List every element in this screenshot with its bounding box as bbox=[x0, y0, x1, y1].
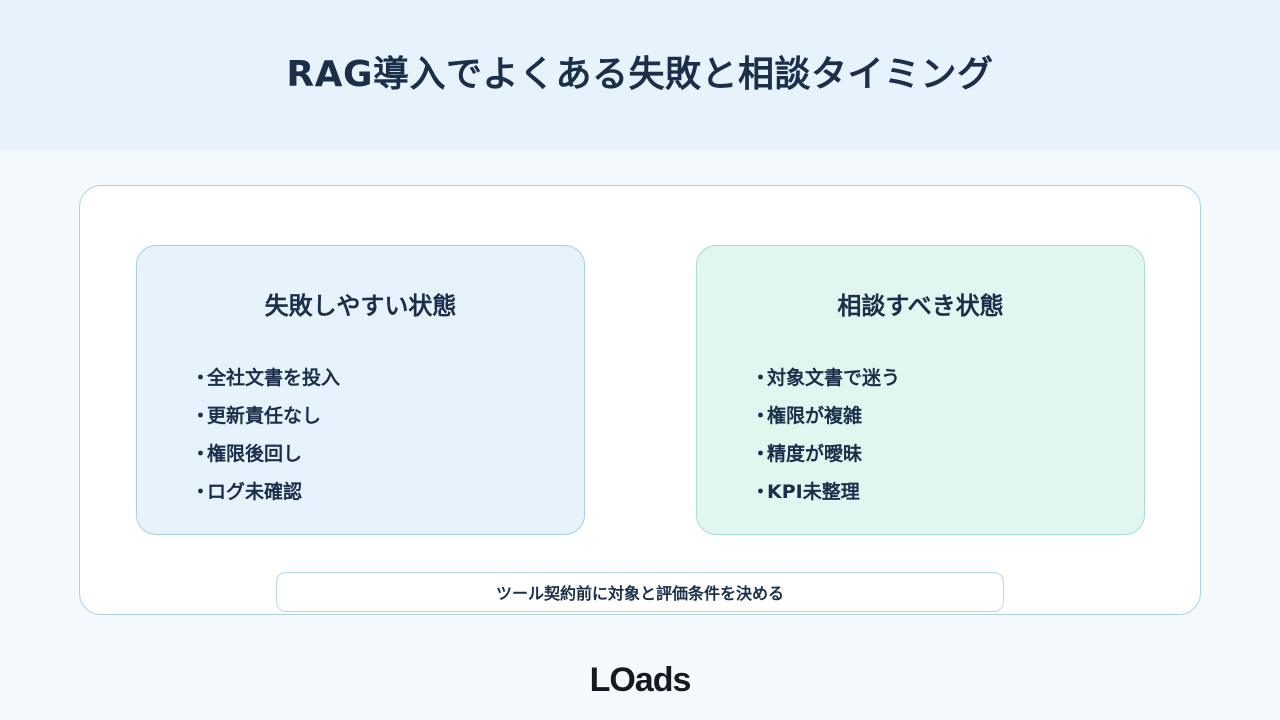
list-item-text: 全社文書を投入 bbox=[207, 367, 341, 389]
list-item: ・権限が複雑 bbox=[751, 402, 900, 440]
list-item: ・全社文書を投入 bbox=[191, 364, 340, 402]
list-item-text: KPI未整理 bbox=[767, 481, 860, 503]
list-item: ・更新責任なし bbox=[191, 402, 340, 440]
failure-panel-title: 失敗しやすい状態 bbox=[264, 292, 457, 320]
bullet-icon: ・ bbox=[751, 367, 771, 389]
list-item: ・精度が曖昧 bbox=[751, 440, 900, 478]
list-item-text: 精度が曖昧 bbox=[767, 443, 863, 465]
bullet-icon: ・ bbox=[191, 405, 211, 427]
list-item: ・対象文書で迷う bbox=[751, 364, 900, 402]
page-title: RAG導入でよくある失敗と相談タイミング bbox=[286, 54, 994, 95]
list-item-text: 権限が複雑 bbox=[767, 405, 863, 427]
list-item: ・権限後回し bbox=[191, 440, 340, 478]
bullet-icon: ・ bbox=[751, 405, 771, 427]
bullet-icon: ・ bbox=[751, 443, 771, 465]
consult-list: ・対象文書で迷う ・権限が複雑 ・精度が曖昧 ・KPI未整理 bbox=[751, 364, 900, 516]
list-item: ・ログ未確認 bbox=[191, 478, 340, 516]
bullet-icon: ・ bbox=[191, 443, 211, 465]
header-banner: RAG導入でよくある失敗と相談タイミング bbox=[0, 0, 1280, 150]
list-item-text: 権限後回し bbox=[207, 443, 303, 465]
failure-panel: 失敗しやすい状態 ・全社文書を投入 ・更新責任なし ・権限後回し ・ログ未確認 bbox=[136, 245, 585, 535]
bullet-icon: ・ bbox=[191, 367, 211, 389]
list-item-text: ログ未確認 bbox=[207, 481, 303, 503]
consult-panel: 相談すべき状態 ・対象文書で迷う ・権限が複雑 ・精度が曖昧 ・KPI未整理 bbox=[696, 245, 1145, 535]
consult-panel-title: 相談すべき状態 bbox=[837, 292, 1004, 320]
brand-logo: LOads bbox=[589, 661, 692, 699]
footer-note: ツール契約前に対象と評価条件を決める bbox=[276, 572, 1004, 612]
list-item-text: 対象文書で迷う bbox=[767, 367, 901, 389]
list-item: ・KPI未整理 bbox=[751, 478, 900, 516]
failure-list: ・全社文書を投入 ・更新責任なし ・権限後回し ・ログ未確認 bbox=[191, 364, 340, 516]
bullet-icon: ・ bbox=[191, 481, 211, 503]
bullet-icon: ・ bbox=[751, 481, 771, 503]
list-item-text: 更新責任なし bbox=[207, 405, 322, 427]
